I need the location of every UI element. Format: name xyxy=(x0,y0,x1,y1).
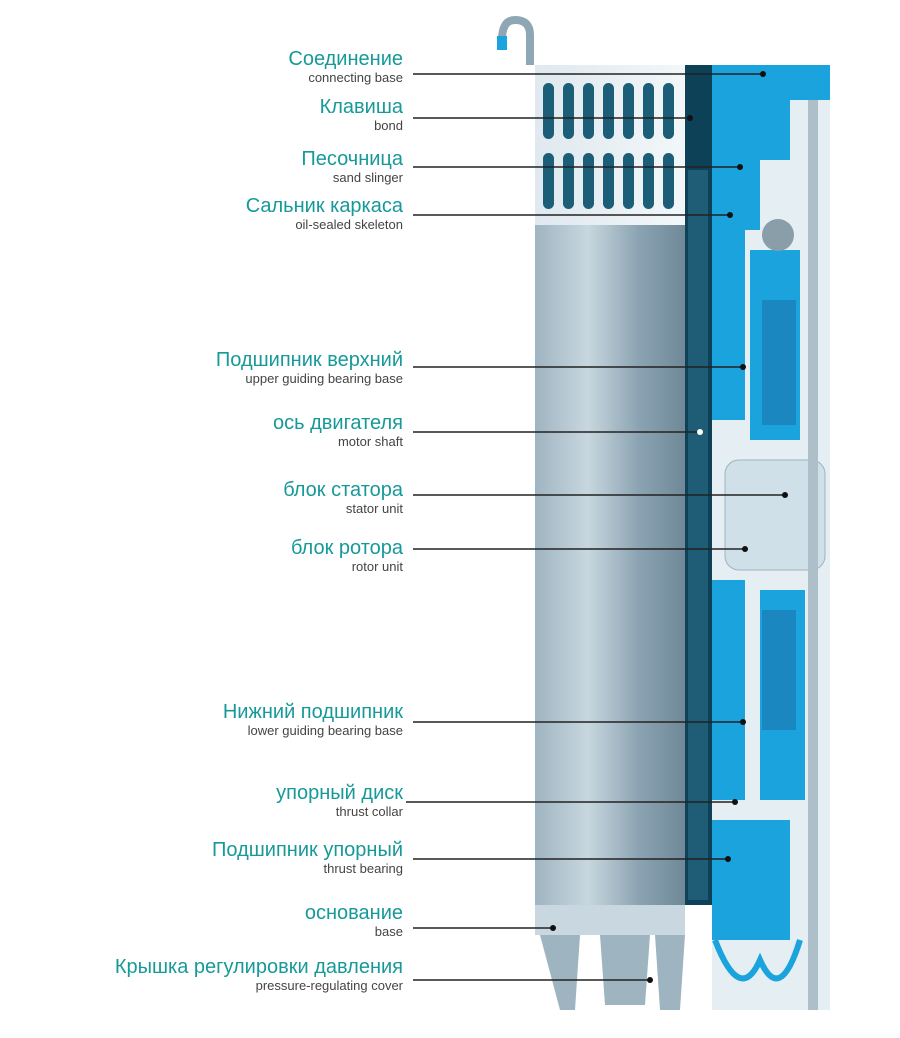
stator-core xyxy=(762,300,796,425)
label-ru: Сальник каркаса xyxy=(245,195,403,217)
stator-core-lower xyxy=(762,610,796,730)
label-ru: Крышка регулировки давления xyxy=(114,956,403,978)
label-ru: Подшипник верхний xyxy=(215,349,403,371)
label-en: thrust bearing xyxy=(323,861,404,876)
label-en: lower guiding bearing base xyxy=(247,723,403,738)
cable-gland xyxy=(762,219,794,251)
label-ru: блок ротора xyxy=(291,537,403,559)
label-ru: основание xyxy=(304,902,403,924)
leader-dots xyxy=(550,71,788,983)
label-en: oil-sealed skeleton xyxy=(295,217,403,232)
label-ru: Соединение xyxy=(288,48,403,70)
leader-lines xyxy=(406,73,785,981)
label-en: connecting base xyxy=(308,70,403,85)
label-en: upper guiding bearing base xyxy=(245,371,403,386)
bottom-cover xyxy=(712,938,803,982)
label-ru: Клавиша xyxy=(319,96,403,118)
label-en: bond xyxy=(374,118,403,133)
label-en: pressure-regulating cover xyxy=(255,978,403,993)
hook-cap xyxy=(497,36,507,50)
label-en: rotor unit xyxy=(351,559,403,574)
outer-tube xyxy=(808,100,818,1010)
label-en: thrust collar xyxy=(335,804,403,819)
label-ru: Песочница xyxy=(301,148,403,170)
label-en: motor shaft xyxy=(337,434,403,449)
label-en: sand slinger xyxy=(332,170,403,185)
base-legs xyxy=(540,935,685,1010)
label-ru: упорный диск xyxy=(276,782,403,804)
motor-casing xyxy=(535,225,685,905)
label-ru: Нижний подшипник xyxy=(222,701,403,723)
label-ru: ось двигателя xyxy=(273,412,403,434)
motor-base xyxy=(535,905,685,935)
rotor-core xyxy=(688,170,708,900)
label-en: base xyxy=(374,924,403,939)
label-en: stator unit xyxy=(345,501,403,516)
label-ru: Подшипник упорный xyxy=(212,839,403,861)
stator-winding xyxy=(724,459,826,571)
lifting-hook xyxy=(498,15,534,65)
label-ru: блок статора xyxy=(283,479,403,501)
